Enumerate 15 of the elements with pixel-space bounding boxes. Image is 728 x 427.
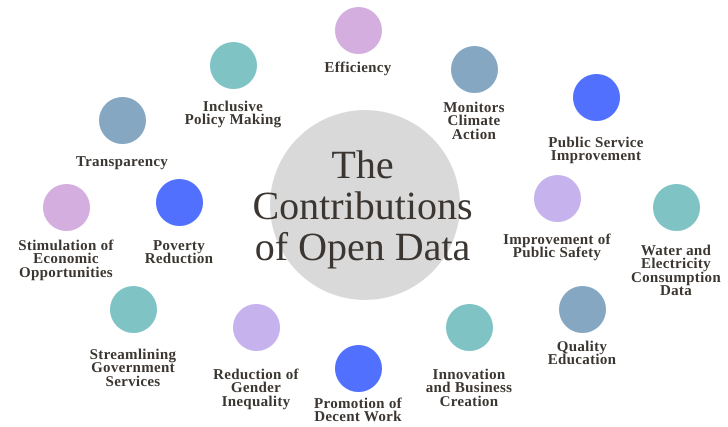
circle-label: Promotion of Decent Work [313, 398, 403, 424]
circle-label: Transparency [76, 156, 168, 169]
circle-label: Inclusive Policy Making [184, 100, 282, 128]
circle-label: Innovation and Business Creation [424, 368, 514, 409]
circle-label: Streamlining Government Services [88, 348, 178, 389]
hub-title: The Contributions of Open Data [252, 144, 473, 266]
circle-label: Stimulation of Economic Opportunities [17, 240, 115, 280]
circle-label: Efficiency [324, 62, 392, 75]
circle-label: Poverty Reduction [144, 240, 214, 266]
circle-label: Public Service Improvement [547, 136, 645, 164]
circle-label: Water and Electricity Consumption Data [630, 244, 722, 298]
circle-label: Reduction of Gender Inequality [212, 368, 300, 409]
circle-label: Monitors Climate Action [442, 102, 506, 142]
circle-label: Improvement of Public Safety [502, 234, 612, 260]
circle-label: Quality Education [546, 340, 618, 368]
